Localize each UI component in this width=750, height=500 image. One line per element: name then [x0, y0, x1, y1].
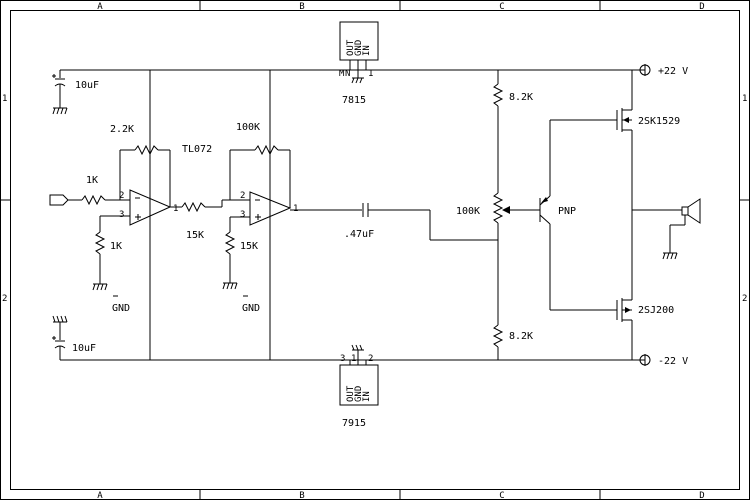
- ground-symbol-speaker: [662, 252, 678, 260]
- label-regulator-top: 7815: [342, 95, 366, 106]
- reg-bot-pin-out: OUT: [346, 385, 356, 402]
- feedback-network-1: [119, 144, 171, 207]
- reg-top-pin-gnd: GND: [354, 40, 364, 56]
- mosfet-top: [616, 70, 633, 210]
- reg-top-pin-in: IN: [362, 45, 372, 56]
- opamp-2: [249, 191, 292, 226]
- zone-label-right-1: 1: [742, 94, 747, 104]
- opamp-2-pin-1: 1: [293, 204, 298, 214]
- label-vpos: +22 V: [658, 66, 688, 77]
- speaker-icon: [632, 198, 701, 253]
- zone-label-bottom-b: B: [299, 491, 304, 500]
- reg-bot-pin-num-1: 3: [340, 354, 345, 364]
- label-capacitor-coupling: .47uF: [344, 229, 374, 240]
- capacitor-bottom-decoupling: [52, 322, 66, 352]
- capacitor-top-decoupling: [52, 74, 66, 108]
- label-resistor-ground-2: 15K: [240, 241, 258, 252]
- zone-label-right-2: 2: [742, 294, 747, 304]
- ground-symbol-1: [92, 283, 108, 291]
- zone-label-bottom-a: A: [97, 491, 103, 500]
- reg-top-pin-out: OUT: [346, 39, 356, 56]
- label-cap-top: 10uF: [75, 80, 99, 91]
- label-regulator-bottom: 7915: [342, 418, 366, 429]
- ground-resistor-2: [224, 216, 250, 283]
- zone-label-left-2: 2: [2, 294, 7, 304]
- opamp-2-pin-3: 3: [240, 210, 245, 220]
- ground-symbol-cap-bottom: [52, 315, 68, 323]
- label-vneg: -22 V: [658, 356, 688, 367]
- reg-bot-pin-num-2: 1: [351, 354, 356, 364]
- label-gnd-1: GND: [112, 303, 130, 314]
- reg-top-pin-num-2: N: [345, 69, 350, 79]
- mosfet-bottom: [616, 210, 633, 360]
- label-resistor-feedback-2: 100K: [236, 122, 260, 133]
- label-transistor: PNP: [558, 206, 576, 217]
- label-opamp-name: TL072: [182, 144, 212, 155]
- reg-top-pin-num-1: M: [339, 69, 345, 79]
- resistor-interstage: [181, 201, 206, 213]
- reg-bot-pin-in: IN: [362, 391, 372, 402]
- bias-network: [492, 70, 540, 360]
- ground-symbol-2: [222, 282, 238, 290]
- ground-resistor-1: [94, 215, 130, 284]
- regulator-7815: [339, 21, 379, 84]
- label-resistor-input: 1K: [86, 175, 98, 186]
- feedback-network-2: [229, 144, 291, 208]
- zone-label-top-a: A: [97, 2, 103, 12]
- label-resistor-feedback-1: 2.2K: [110, 124, 134, 135]
- reg-top-pin-num-3: 1: [368, 69, 373, 79]
- label-resistor-ground-1: 1K: [110, 241, 122, 252]
- input-connector: [49, 194, 82, 206]
- label-cap-bottom: 10uF: [72, 343, 96, 354]
- label-gnd-2: GND: [242, 303, 260, 314]
- reg-bot-pin-num-3: 2: [368, 354, 373, 364]
- label-resistor-interstage: 15K: [186, 230, 204, 241]
- regulator-7915: [339, 344, 379, 406]
- pnp-transistor: [539, 119, 617, 311]
- opamp-1-pin-1: 1: [173, 204, 178, 214]
- ground-symbol-cap-top: [52, 107, 68, 115]
- zone-label-top-b: B: [299, 2, 304, 12]
- label-potentiometer: 100K: [456, 206, 480, 217]
- capacitor-coupling: [362, 203, 369, 217]
- reg-bot-pin-gnd: GND: [354, 386, 364, 402]
- zone-label-top-c: C: [499, 2, 504, 12]
- opamp-1-pin-3: 3: [119, 210, 124, 220]
- label-mosfet-bottom: 2SJ200: [638, 305, 674, 316]
- zone-label-bottom-d: D: [699, 491, 704, 500]
- zone-label-left-1: 1: [2, 94, 7, 104]
- opamp-1-pin-2: 2: [119, 191, 124, 201]
- label-resistor-top-bias: 8.2K: [509, 92, 533, 103]
- terminal-positive: [639, 64, 651, 76]
- zone-label-bottom-c: C: [499, 491, 504, 500]
- label-mosfet-top: 2SK1529: [638, 116, 680, 127]
- label-resistor-bottom-bias: 8.2K: [509, 331, 533, 342]
- terminal-negative: [639, 354, 651, 366]
- opamp-2-pin-2: 2: [240, 191, 245, 201]
- zone-label-top-d: D: [699, 2, 704, 12]
- opamp-1: [129, 70, 172, 360]
- resistor-input: [81, 194, 106, 206]
